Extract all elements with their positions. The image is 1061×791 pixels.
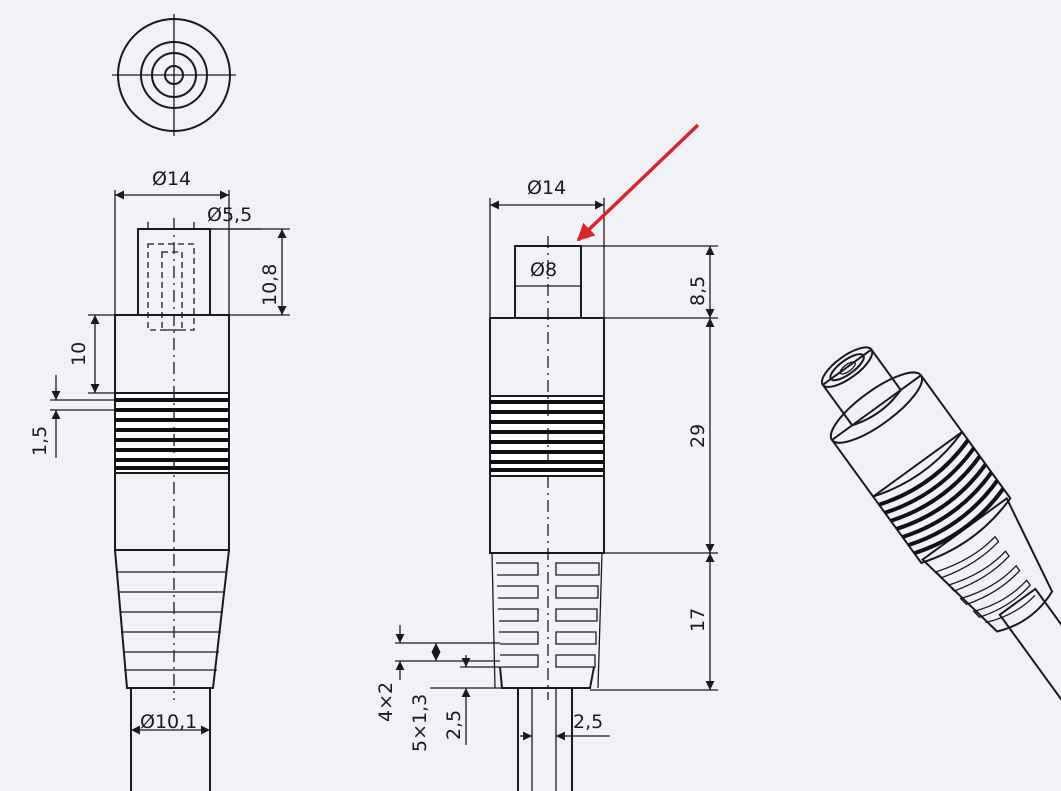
annotation-arrow (576, 123, 700, 242)
isometric-view (820, 346, 1061, 721)
dim-left-pin-height: 10,8 (259, 264, 281, 306)
dim-mid-tail-height: 17 (687, 608, 709, 632)
dim-mid-cable-width: 2,5 (573, 711, 603, 733)
dim-mid-bottom-step: 2,5 (443, 710, 465, 740)
dim-mid-fin-pattern: 5×1,3 (409, 694, 431, 752)
dim-mid-pin-diameter: Ø8 (530, 259, 557, 281)
left-side-view: Ø14 Ø5,5 10,8 10 1,5 Ø10,1 (29, 168, 290, 791)
top-view (112, 14, 236, 136)
dim-mid-top-diameter: Ø14 (527, 177, 566, 199)
dim-left-body-height: 10 (68, 342, 90, 366)
dim-mid-slot-pattern: 4×2 (375, 682, 397, 722)
middle-side-view: Ø14 Ø8 8,5 29 17 4×2 5×1,3 2,5 2,5 (375, 177, 718, 791)
dim-left-inner-diameter: Ø5,5 (207, 204, 252, 226)
dim-left-top-diameter: Ø14 (152, 168, 191, 190)
dim-left-ring-pitch: 1,5 (29, 426, 51, 456)
dim-mid-body-height: 29 (687, 424, 709, 448)
dim-mid-pin-height: 8,5 (687, 276, 709, 306)
dim-left-bottom-diameter: Ø10,1 (140, 711, 197, 733)
